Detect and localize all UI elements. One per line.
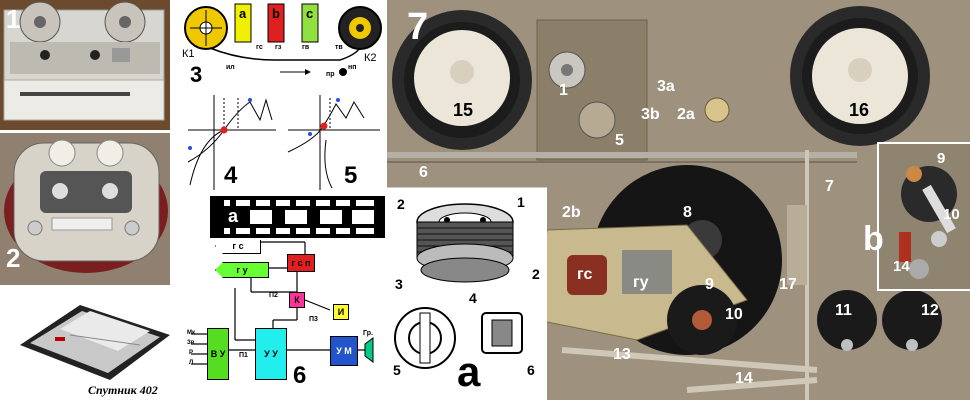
inset-a-label-2-right: 2: [532, 266, 540, 282]
inset-a-label-1: 1: [517, 194, 525, 210]
mech-label-14: 14: [735, 370, 753, 387]
head-tv: тв: [335, 44, 343, 51]
plot-4-number: 4: [224, 162, 238, 189]
plot-4-svg: [187, 95, 276, 190]
reel-recorder-drawing: [0, 0, 170, 130]
label-p3: П3: [309, 316, 318, 323]
reel-k2: К2: [364, 52, 377, 64]
inset-b-label-9: 9: [937, 150, 946, 167]
label-p2: П2: [269, 292, 278, 299]
photo-1-number: 1: [6, 4, 21, 34]
inset-b: [877, 142, 970, 291]
inset-a-label-6: 6: [527, 362, 535, 378]
tape-strip-letter: а: [228, 206, 239, 226]
diagram-3-number: 3: [190, 62, 203, 87]
mech-label-3b: 3b: [641, 106, 660, 123]
inset-a-drawing: [394, 203, 523, 369]
inset-a-label-5: 5: [393, 362, 401, 378]
mech-label-2a: 2a: [677, 106, 695, 123]
block-gsp: г с п: [287, 254, 315, 272]
mech-label-gs: гс: [577, 266, 593, 283]
inset-b-label-14: 14: [893, 258, 910, 275]
mech-label-11: 11: [835, 302, 852, 319]
mech-label-9: 9: [705, 276, 714, 293]
inset-a-label-4: 4: [469, 290, 477, 306]
head-pr: пр: [326, 71, 335, 78]
mech-label-6: 6: [419, 164, 428, 181]
sputnik-drawing: [20, 305, 170, 380]
block-k: К: [289, 292, 305, 308]
mech-label-13: 13: [613, 346, 631, 363]
block-diagram: г с г у г с п К И В У У У У М П1 П2 П3 М…: [185, 240, 385, 400]
tape-strip-a: а: [210, 196, 385, 238]
block-um: У М: [330, 336, 358, 366]
tape-strip-svg: [210, 196, 385, 238]
tape-block-b: b: [272, 6, 280, 21]
mech-label-17: 17: [779, 276, 797, 293]
mech-label-2b: 2b: [562, 204, 581, 221]
inset-b-label-10: 10: [943, 206, 960, 223]
mech-label-7: 7: [825, 178, 834, 195]
inset-b-drawing: [879, 144, 970, 289]
mech-label-12: 12: [921, 302, 939, 319]
mech-label-gu: гу: [633, 274, 649, 291]
photo-reel-recorder: 1: [0, 0, 170, 130]
head-il: ил: [226, 64, 235, 71]
output-gr: Гр.: [363, 330, 373, 337]
tape-block-c: с: [306, 6, 314, 21]
input-r: Р: [189, 350, 194, 356]
plot-5: 5: [284, 90, 384, 192]
mech-label-3a: 3a: [657, 78, 675, 95]
mechanism-photo: b 9 10 14 a 1 2 2 3 4 5 6 7 1: [387, 0, 970, 400]
plot-5-number: 5: [344, 162, 358, 189]
mech-label-10: 10: [725, 306, 743, 323]
portable-recorder-drawing: [0, 133, 170, 285]
inset-b-letter: b: [863, 220, 884, 258]
inset-a: [387, 187, 547, 400]
block-uu: У У: [255, 328, 287, 380]
diagram-6-number: 6: [293, 362, 307, 389]
head-gz: гз: [275, 44, 282, 51]
input-zv: Зв: [187, 340, 195, 346]
mech-label-5: 5: [615, 132, 624, 149]
inset-a-label-2-top: 2: [397, 196, 405, 212]
sputnik-caption: Спутник 402: [88, 383, 158, 397]
mech-label-1: 1: [559, 82, 568, 99]
reel-k1: К1: [182, 48, 195, 60]
block-gs: г с: [215, 240, 261, 254]
tape-path-svg: [184, 3, 382, 76]
photo-portable-recorder: 2: [0, 133, 170, 285]
tape-block-a: а: [239, 6, 247, 21]
plot-5-svg: [287, 95, 380, 190]
tape-path-diagram: а b с К1 К2 ил гс гз гв тв нп пр 3: [180, 0, 385, 88]
head-gv: гв: [302, 44, 310, 51]
head-gs: гс: [256, 44, 263, 51]
head-np: нп: [348, 64, 357, 71]
plot-4: 4: [180, 90, 280, 192]
inset-a-label-3: 3: [395, 276, 403, 292]
photo-sputnik: Спутник 402: [0, 285, 180, 400]
mech-label-16: 16: [849, 100, 870, 120]
label-p1: П1: [239, 352, 248, 359]
photo-2-number: 2: [6, 243, 21, 273]
block-gu: г у: [215, 262, 269, 278]
block-i: И: [333, 304, 349, 320]
mech-label-8: 8: [683, 204, 692, 221]
inset-a-letter: a: [457, 348, 481, 395]
mechanism-number: 7: [407, 6, 429, 48]
block-vu: В У: [207, 328, 229, 380]
input-mk: Мк: [187, 330, 196, 336]
input-l: Л: [189, 360, 194, 366]
mech-label-15: 15: [453, 100, 474, 120]
